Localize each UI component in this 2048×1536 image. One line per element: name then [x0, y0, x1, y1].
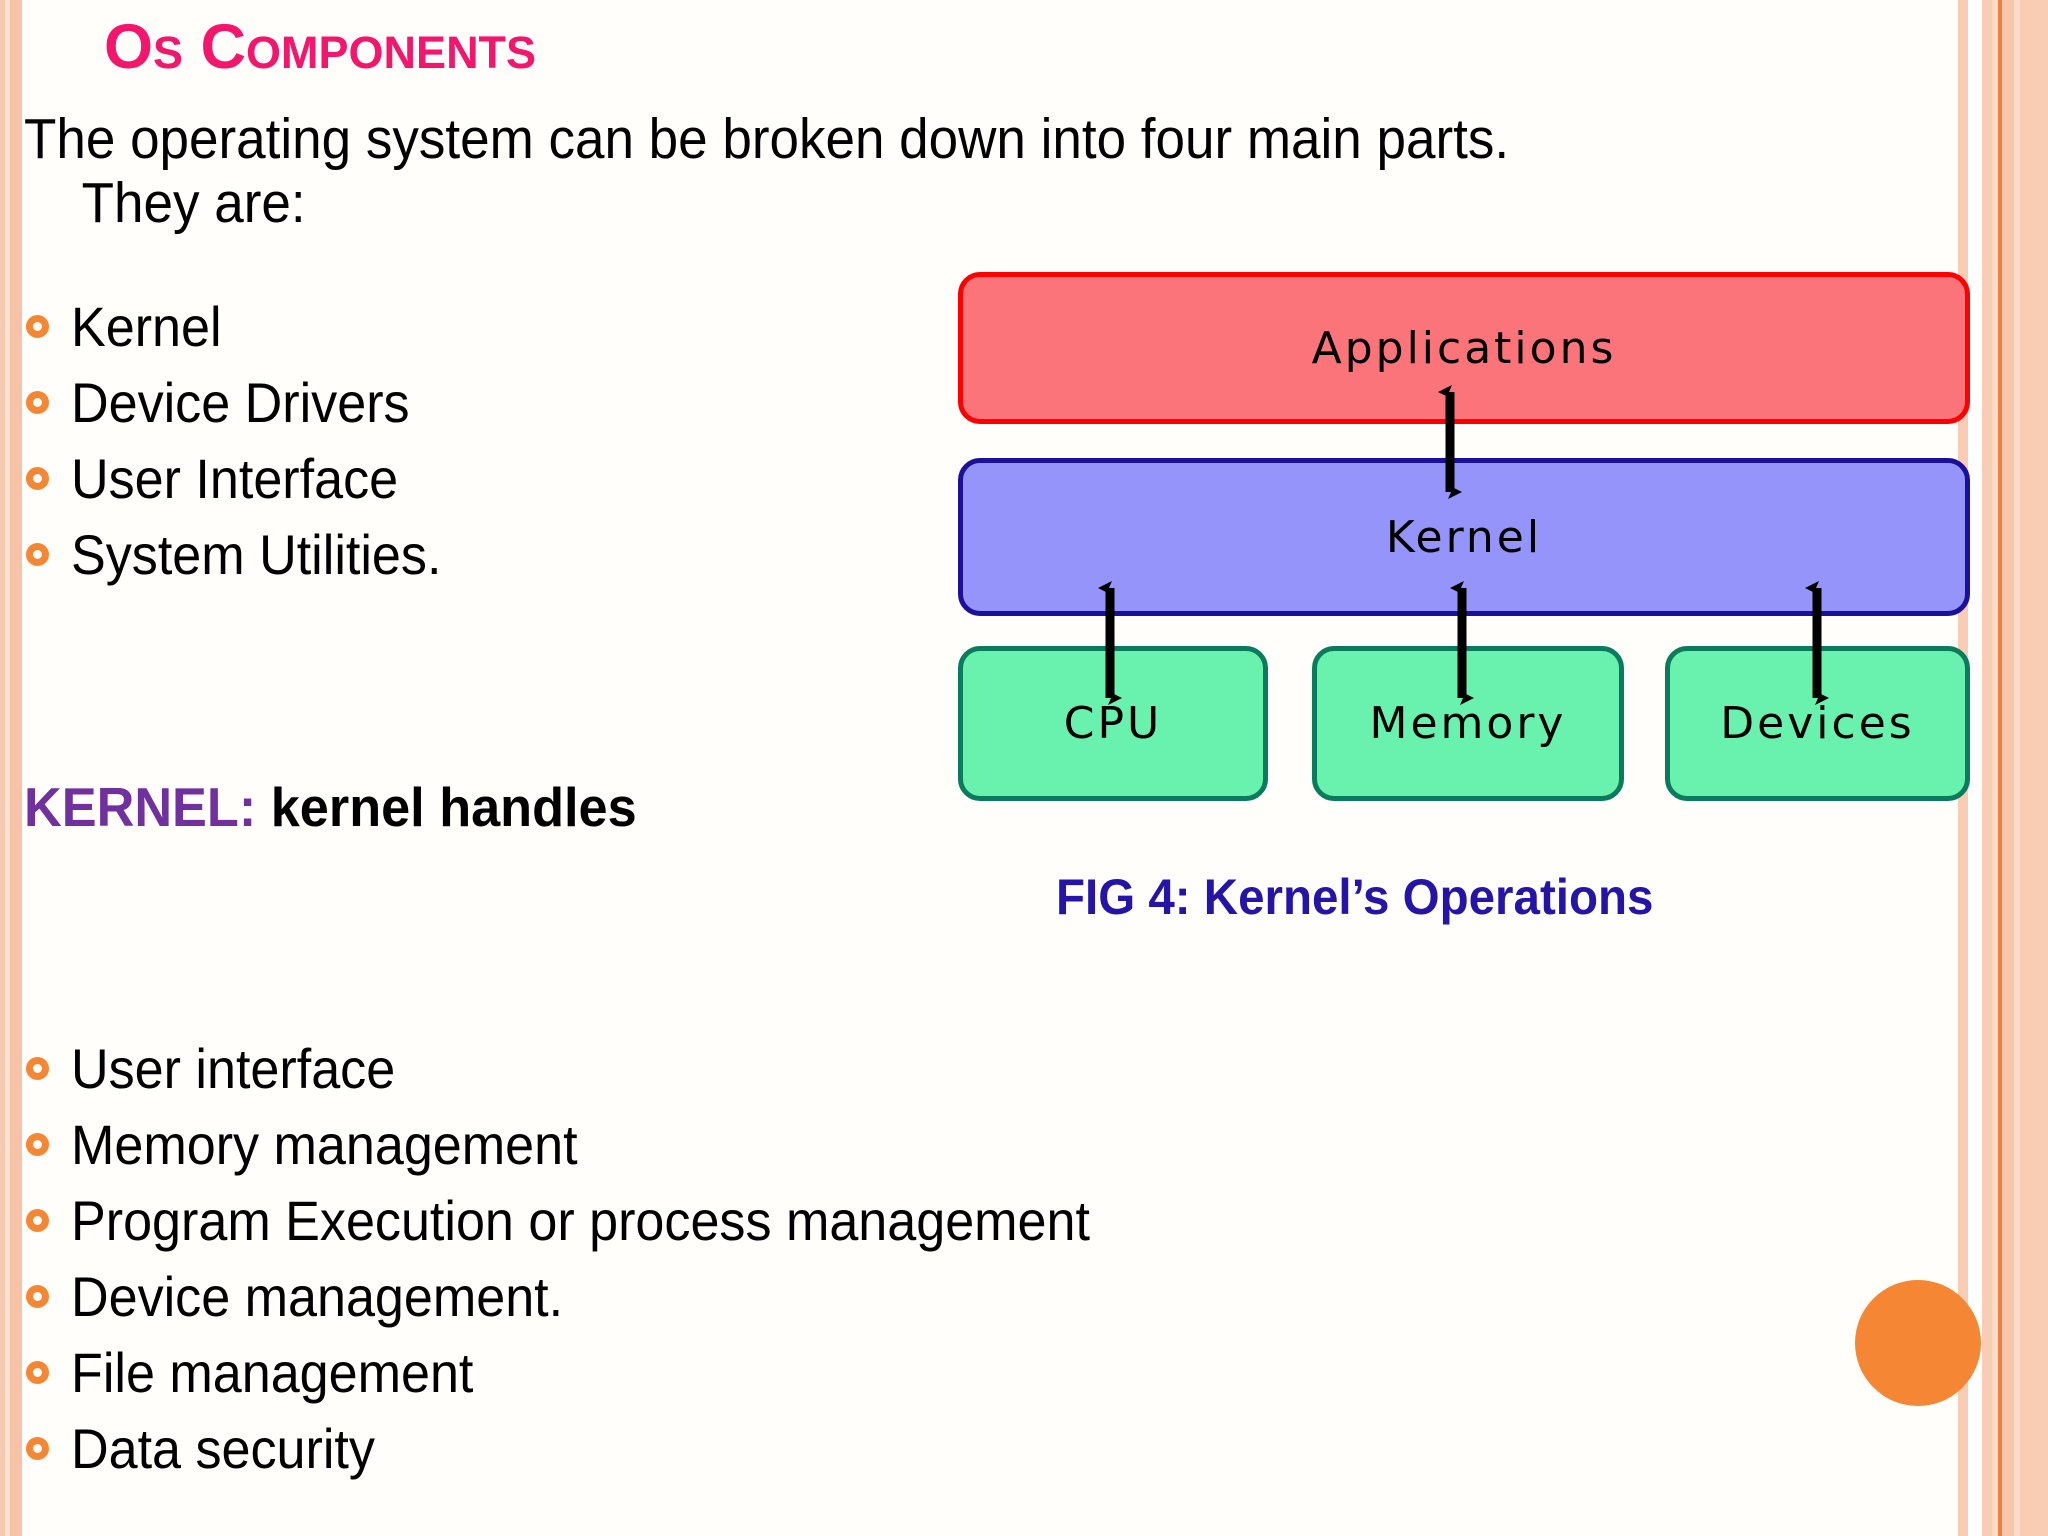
list-item-label: Data security	[71, 1416, 375, 1480]
title-char-o: O	[104, 12, 154, 82]
list-item-label: Device management.	[71, 1264, 564, 1328]
page-title: OS COMPONENTS	[104, 16, 536, 79]
band-stripe	[1968, 0, 1982, 1536]
kernel-heading-label: KERNEL:	[24, 776, 257, 838]
list-item[interactable]: Device management.	[26, 1258, 1167, 1334]
figure-caption: FIG 4: Kernel’s Operations	[1056, 869, 1654, 925]
decorative-circle	[1855, 1280, 1981, 1406]
band-stripe	[10, 0, 22, 1536]
ring-bullet-icon	[26, 1208, 49, 1232]
list-item-label: System Utilities.	[71, 522, 442, 586]
ring-bullet-icon	[26, 1436, 49, 1460]
ring-bullet-icon	[26, 466, 49, 490]
os-components-list: Kernel Device Drivers User Interface Sys…	[26, 288, 469, 592]
list-item[interactable]: User Interface	[26, 440, 469, 516]
ring-bullet-icon	[26, 542, 49, 566]
list-item[interactable]: File management	[26, 1334, 1167, 1410]
diagram-box-memory: Memory	[1312, 646, 1624, 801]
title-char-s: S	[153, 27, 184, 78]
list-item-label: Device Drivers	[71, 370, 410, 434]
list-item-label: Memory management	[71, 1112, 578, 1176]
list-item[interactable]: Device Drivers	[26, 364, 469, 440]
diagram-box-applications: Applications	[958, 272, 1970, 424]
intro-line-1: The operating system can be broken down …	[24, 107, 1510, 171]
list-item-label: Program Execution or process management	[71, 1188, 1090, 1252]
ring-bullet-icon	[26, 1056, 49, 1080]
band-stripe	[5, 0, 10, 1536]
list-item-label: Kernel	[71, 294, 222, 358]
intro-line-2: They are:	[81, 170, 306, 235]
ring-bullet-icon	[26, 1284, 49, 1308]
list-item-label: File management	[71, 1340, 474, 1404]
band-stripe	[1998, 0, 2002, 1536]
ring-bullet-icon	[26, 314, 49, 338]
band-stripe	[1992, 0, 1998, 1536]
band-stripe	[0, 0, 5, 1536]
diagram-box-kernel: Kernel	[958, 458, 1970, 616]
band-stripe	[2020, 0, 2048, 1536]
right-decorative-band	[1958, 0, 2048, 1536]
list-item[interactable]: Kernel	[26, 288, 469, 364]
kernel-section-heading: KERNEL: kernel handles	[24, 775, 637, 839]
band-stripe	[1982, 0, 1992, 1536]
list-item[interactable]: Data security	[26, 1410, 1167, 1486]
ring-bullet-icon	[26, 1132, 49, 1156]
left-decorative-band	[0, 0, 26, 1536]
list-item[interactable]: System Utilities.	[26, 516, 469, 592]
list-item[interactable]: Program Execution or process management	[26, 1182, 1167, 1258]
diagram-box-devices: Devices	[1665, 646, 1970, 801]
list-item[interactable]: Memory management	[26, 1106, 1167, 1182]
title-char-c: C	[200, 12, 247, 82]
band-stripe	[2002, 0, 2014, 1536]
band-stripe	[2014, 0, 2020, 1536]
list-item[interactable]: User interface	[26, 1030, 1167, 1106]
diagram-box-cpu: CPU	[958, 646, 1268, 801]
kernel-heading-rest: kernel handles	[256, 776, 637, 838]
ring-bullet-icon	[26, 390, 49, 414]
title-space	[183, 12, 201, 82]
ring-bullet-icon	[26, 1360, 49, 1384]
list-item-label: User interface	[71, 1036, 396, 1100]
kernel-tasks-list: User interface Memory management Program…	[26, 1030, 1167, 1486]
title-rest: OMPONENTS	[246, 27, 537, 78]
intro-paragraph: The operating system can be broken down …	[24, 107, 1828, 236]
band-stripe	[22, 0, 26, 1536]
list-item-label: User Interface	[71, 446, 399, 510]
